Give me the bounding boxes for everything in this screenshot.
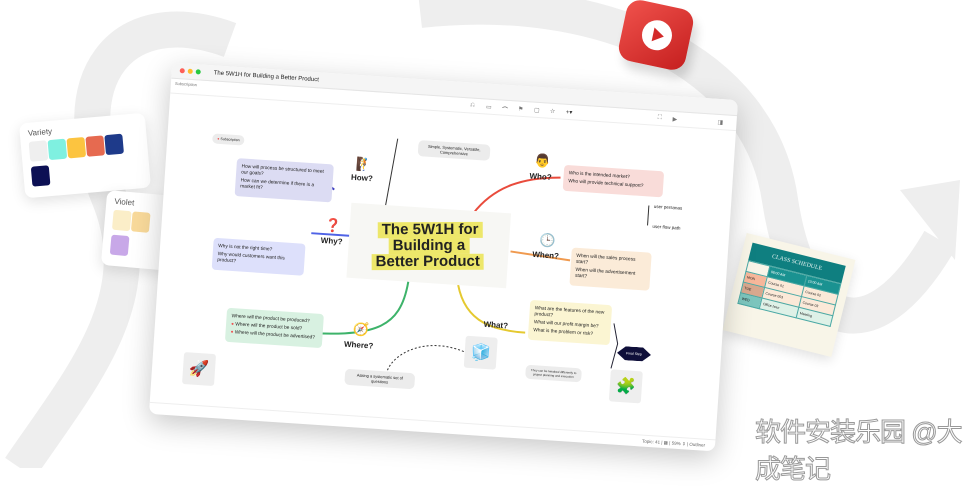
watermark: 软件安装乐园 @大成笔记 [755, 417, 964, 485]
subscription-tag[interactable]: ● Subscription [212, 133, 245, 146]
puzzle-icon: 🧩 [608, 369, 643, 404]
fullscreen-icon[interactable]: ⛶ [657, 114, 663, 122]
question-icon: ❓ [324, 217, 342, 234]
where-label[interactable]: Where? [343, 339, 374, 351]
why-node[interactable]: Why is not the right time?Why would cust… [211, 237, 306, 276]
color-swatch[interactable] [130, 211, 151, 233]
color-swatch[interactable] [30, 165, 51, 187]
how-label[interactable]: How? [350, 172, 374, 184]
palette-name: Violet [114, 196, 135, 208]
who-label[interactable]: Who? [529, 171, 553, 182]
cubes-icon: 🧊 [463, 335, 498, 370]
hiker-icon: 🧗 [355, 156, 373, 173]
color-swatch[interactable] [28, 140, 49, 162]
color-swatch[interactable] [66, 136, 87, 159]
mindmap-canvas[interactable]: ● Subscription Simple, Systematic, Versa… [150, 94, 736, 440]
central-title-line: Better Product [371, 252, 484, 270]
person-icon: 👨 [534, 152, 552, 169]
palette-card-variety[interactable]: Variety [18, 112, 152, 199]
color-swatch[interactable] [109, 234, 130, 257]
compass-icon: 🧭 [352, 321, 370, 338]
star-icon[interactable]: ☆ [549, 108, 556, 116]
central-topic[interactable]: The 5W1H for Building a Better Product [346, 202, 512, 289]
clock-icon: 🕒 [538, 232, 556, 249]
maximize-button[interactable] [195, 69, 201, 75]
color-swatch[interactable] [104, 133, 124, 156]
map-icon[interactable]: ▦ [663, 440, 669, 446]
why-label[interactable]: Why? [320, 235, 343, 247]
app-window: The 5W1H for Building a Better Product S… [148, 62, 739, 452]
color-swatch[interactable] [85, 135, 106, 157]
image-icon[interactable]: ▢ [533, 107, 540, 115]
window-title: The 5W1H for Building a Better Product [213, 69, 320, 83]
what-node[interactable]: What are the features of the new product… [527, 299, 613, 346]
panel-icon[interactable]: ◨ [717, 119, 724, 127]
flag-icon[interactable]: ⚑ [517, 106, 524, 113]
when-label[interactable]: When? [532, 249, 560, 261]
sidebar-label: Subscription [174, 80, 198, 88]
when-node[interactable]: When will the sales process start?When w… [569, 247, 652, 291]
what-label[interactable]: What? [483, 319, 509, 331]
color-swatch[interactable] [47, 138, 68, 161]
node-item: When will the advertisement start? [574, 267, 636, 280]
central-title-line: Building a [388, 236, 470, 254]
present-icon[interactable]: ▶ [672, 116, 678, 124]
how-node[interactable]: How will process be structured to meet o… [234, 158, 334, 203]
rocket-icon: 🚀 [182, 352, 217, 387]
color-swatch[interactable] [111, 209, 132, 232]
add-icon[interactable]: +▾ [565, 109, 573, 117]
central-title-line: The 5W1H for [377, 220, 483, 238]
minimize-button[interactable] [187, 68, 193, 74]
close-button[interactable] [179, 68, 185, 74]
connect-icon[interactable]: ⌒ [501, 107, 509, 114]
undo-icon[interactable]: ⎌ [469, 102, 476, 109]
redo-icon[interactable]: ▭ [485, 104, 492, 111]
zoom-level[interactable]: 59% [671, 440, 681, 447]
where-node[interactable]: Where will the product be produced?● Whe… [224, 307, 324, 349]
topic-count: Topic: 41 [641, 438, 661, 445]
outliner-button[interactable]: Outliner [689, 441, 706, 448]
